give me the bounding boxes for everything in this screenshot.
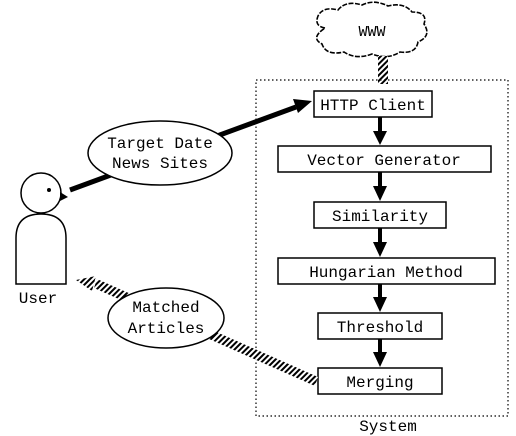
output-bubble: Matched Articles (107, 287, 225, 349)
step-label: Similarity (332, 208, 428, 226)
step-label: Threshold (337, 319, 423, 337)
input-bubble: Target Date News Sites (87, 120, 233, 186)
bubble-shape (87, 120, 233, 186)
user-head-icon (20, 172, 62, 214)
user-eye-icon (47, 188, 51, 192)
step-label: HTTP Client (320, 97, 426, 115)
user-body-icon (15, 213, 67, 285)
pipeline-step-threshold: Threshold (317, 312, 443, 340)
arrow-down-icon (373, 228, 387, 257)
arrow-down-icon (373, 172, 387, 201)
pipeline-step-hungarian-method: Hungarian Method (277, 257, 496, 285)
cloud-label: WWW (358, 24, 385, 41)
pipeline-arrows (373, 117, 387, 367)
cloud-shape (315, 1, 428, 58)
arrow-down-icon (373, 284, 387, 312)
arrow-down-icon (373, 117, 387, 145)
step-box (277, 257, 496, 285)
user-figure: User (15, 172, 68, 308)
www-cloud: WWW (315, 1, 428, 58)
system-label: System (359, 418, 417, 436)
step-label: Merging (346, 374, 413, 392)
step-label: Vector Generator (307, 152, 461, 170)
user-nose-icon (60, 192, 68, 201)
pipeline-step-similarity: Similarity (313, 201, 447, 229)
step-box (313, 90, 433, 118)
bubble-line-2: News Sites (112, 155, 208, 173)
arrow-head-icon (76, 276, 96, 291)
cloud-connector (378, 56, 388, 84)
arrow-down-icon (373, 339, 387, 367)
step-label: Hungarian Method (309, 264, 463, 282)
step-box (317, 367, 443, 395)
user-label: User (19, 290, 57, 308)
bubble-line-1: Matched (132, 299, 199, 317)
bubble-line-1: Target Date (107, 135, 213, 153)
pipeline-step-http-client: HTTP Client (313, 90, 433, 118)
pipeline-step-vector-generator: Vector Generator (277, 145, 492, 173)
step-box (313, 201, 447, 229)
pipeline-step-merging: Merging (317, 367, 443, 395)
bubble-shape (107, 287, 225, 349)
arrow-head-icon (293, 99, 312, 113)
bubble-line-2: Articles (128, 320, 205, 338)
system-boundary (255, 79, 509, 417)
step-box (277, 145, 492, 173)
